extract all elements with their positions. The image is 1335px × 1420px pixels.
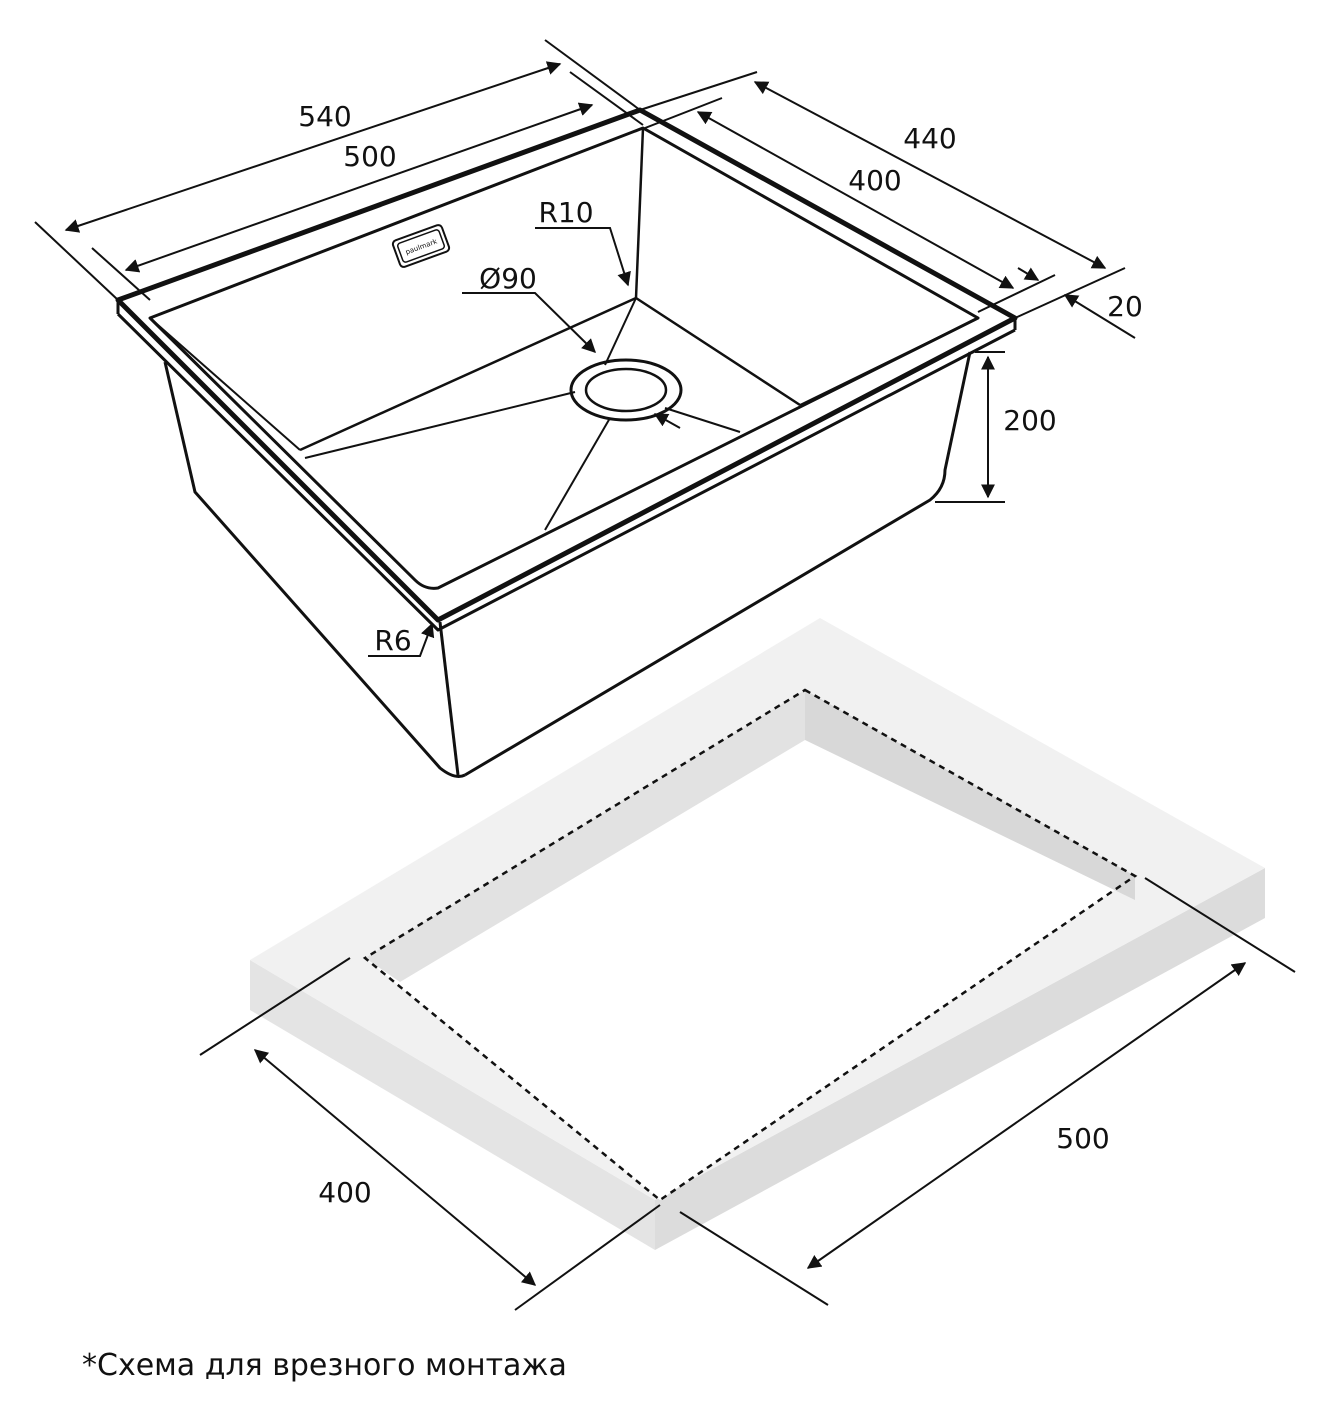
ext-line-540-right: [544, 39, 641, 111]
caption: *Схема для врезного монтажа: [82, 1348, 567, 1383]
countertop: 400 500: [199, 618, 1296, 1311]
sink-body-right-wall: [464, 351, 972, 777]
bowl-floor-right-edge: [799, 317, 979, 406]
ext-line-500-right: [569, 71, 644, 126]
dim-line-540: [64, 61, 562, 233]
drain-inner-ring: [584, 367, 668, 413]
cutout-dashed-outline: [362, 688, 1138, 1202]
cutout-length-label: 500: [1056, 1122, 1109, 1155]
dim-line-500: [124, 102, 594, 273]
dim-rim-width: 20: [1107, 290, 1143, 323]
dim-bowl-width: 400: [848, 164, 901, 197]
leader-r6: [368, 622, 435, 657]
dim-outer-length: 540: [298, 100, 351, 133]
leader-d90: [462, 292, 596, 353]
dim-outer-width: 440: [903, 122, 956, 155]
dim-line-400: [696, 111, 1015, 289]
ext-line-400-left: [644, 97, 723, 129]
cutout-ext-line-4: [679, 1211, 829, 1306]
dim-drain-diameter: Ø90: [479, 262, 537, 295]
bowl-back-corner: [634, 127, 645, 299]
bowl-slope-line-4: [544, 417, 611, 531]
sink-dimensions: [34, 39, 1136, 657]
drain-outer-ring: [569, 358, 683, 422]
dim-line-20-b: [1063, 294, 1136, 339]
cutout-inner-wall-left: [365, 690, 805, 982]
ext-line-440-right: [1014, 267, 1126, 319]
dim-depth: 200: [1003, 404, 1056, 437]
bowl-slope-line-2: [304, 391, 576, 459]
cutout-ext-line-2: [514, 1204, 661, 1311]
sink-rim-inner: [148, 126, 980, 590]
sink-body-front-edge: [438, 621, 460, 776]
sink-rim-underside: [116, 312, 1016, 632]
leader-r10: [535, 227, 631, 287]
cutout-inner-wall-back: [805, 690, 1135, 900]
bowl-floor-left-edge: [149, 317, 301, 451]
sink-body-left-wall: [163, 361, 466, 778]
cutout-dim-line-500: [806, 962, 1247, 1269]
dim-inner-radius: R10: [538, 196, 593, 229]
cutout-width-label: 400: [318, 1176, 371, 1209]
ext-line-500-left: [91, 247, 151, 301]
dim-outer-radius: R6: [374, 624, 411, 657]
cutout-opening: [365, 690, 1135, 1200]
ext-line-540-left: [34, 221, 119, 301]
dim-bowl-length: 500: [343, 140, 396, 173]
bowl-slope-line-1: [604, 297, 637, 366]
leader-d90-inner: [653, 413, 681, 429]
bowl-slope-line-3: [664, 407, 741, 433]
cutout-dim-line-400: [253, 1049, 537, 1286]
cutout-ext-line-3: [1144, 877, 1296, 973]
ext-line-440-left: [639, 71, 758, 111]
dim-line-440: [753, 81, 1107, 269]
dim-line-20-a: [1017, 267, 1040, 281]
ext-line-400-right: [977, 274, 1056, 313]
cutout-ext-line-1: [199, 957, 351, 1056]
